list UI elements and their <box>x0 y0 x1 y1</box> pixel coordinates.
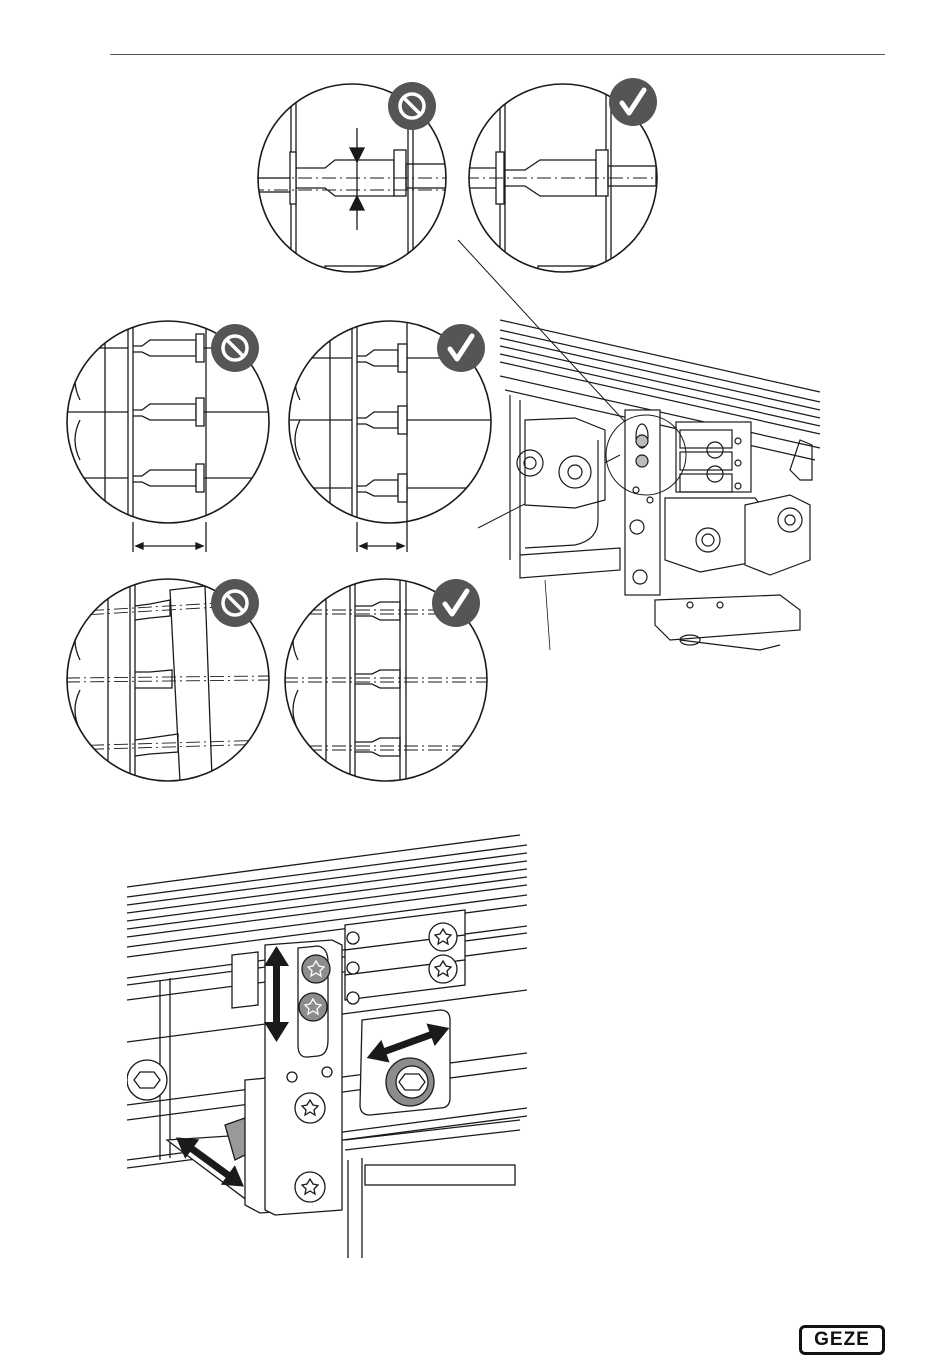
checkmark-icon <box>437 324 485 372</box>
prohibited-icon <box>388 82 436 130</box>
overview-drawing <box>500 320 820 650</box>
prohibited-icon <box>211 579 259 627</box>
brand-logo: GEZE <box>799 1325 885 1355</box>
checkmark-icon <box>609 78 657 126</box>
prohibited-icon <box>211 324 259 372</box>
checkmark-icon <box>432 579 480 627</box>
detail-drawing-large <box>127 835 527 1258</box>
brand-logo-text: GEZE <box>814 1329 870 1351</box>
